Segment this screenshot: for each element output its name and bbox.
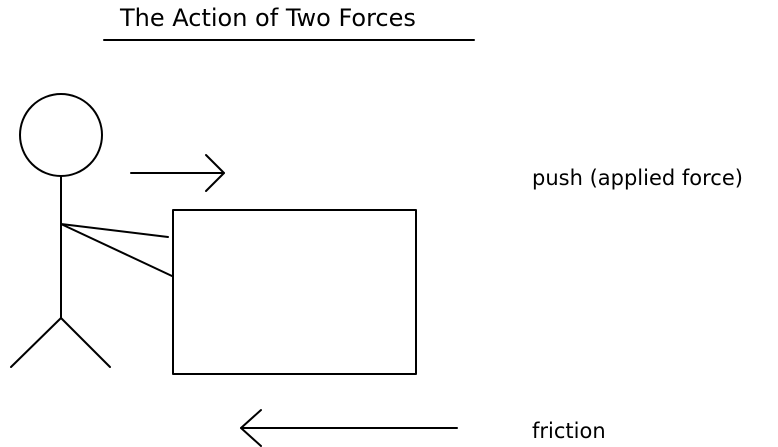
stick-figure-head <box>19 93 103 177</box>
pushed-box <box>172 209 417 375</box>
friction-force-label: friction <box>532 419 606 443</box>
push-arrow <box>130 154 225 192</box>
stick-figure-left-leg <box>10 317 62 368</box>
stick-figure-right-leg <box>60 317 111 368</box>
stick-figure-lower-arm <box>60 223 173 277</box>
stick-figure-upper-arm <box>60 223 169 238</box>
diagram-title: The Action of Two Forces <box>120 4 416 32</box>
friction-arrow <box>240 409 458 447</box>
stick-figure <box>10 93 173 368</box>
push-force-label: push (applied force) <box>532 166 743 190</box>
